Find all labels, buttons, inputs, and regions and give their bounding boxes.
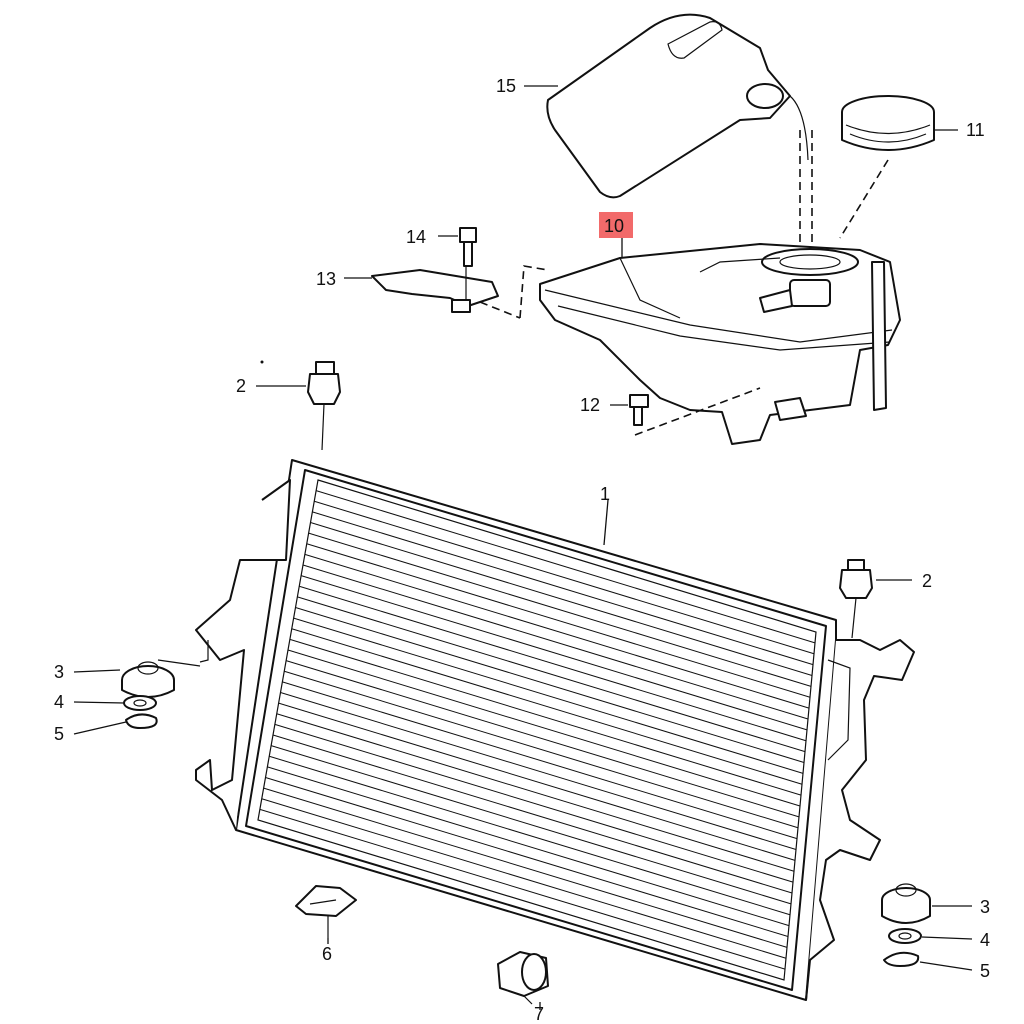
- radiator-fin-line: [280, 692, 797, 850]
- rubber-mount-3-left-part: [121, 659, 201, 698]
- radiator-part: [195, 459, 915, 1001]
- callout-15: 15: [496, 76, 516, 96]
- radiator-fin-line: [274, 723, 794, 883]
- callout-labels: 15 11 10 14 13 12 2 1 2 3 4 5 3 4 5 6 7: [54, 76, 990, 1024]
- radiator-fin-line: [304, 553, 810, 709]
- radiator-fin-line: [295, 607, 805, 763]
- radiator-fin-line: [282, 681, 798, 840]
- radiator-fin-line: [299, 585, 807, 742]
- clip-5-right-part: [883, 951, 920, 967]
- clip-5-left-part: [125, 713, 158, 729]
- reservoir-cap-part: [839, 95, 935, 239]
- radiator-fin-line: [315, 490, 816, 644]
- radiator-fin-line: [278, 702, 796, 861]
- radiator-fin-line: [267, 766, 790, 927]
- callout-2-right: 2: [922, 571, 932, 591]
- callout-5-left: 5: [54, 724, 64, 744]
- bolt-14-part: [459, 227, 477, 300]
- radiator-fin-line: [302, 564, 809, 720]
- washer-4-right-part: [888, 928, 922, 944]
- radiator-fins: [259, 490, 816, 970]
- callout-1: 1: [600, 484, 610, 504]
- radiator-fin-line: [293, 617, 804, 774]
- sensor-7-part: [497, 951, 549, 1005]
- rubber-mount-3-right-part: [881, 883, 931, 924]
- washer-4-left-part: [123, 695, 157, 711]
- radiator-fin-line: [287, 649, 801, 807]
- radiator-fin-line: [270, 745, 792, 905]
- mount-2-right-part: [839, 559, 873, 639]
- bracket-6-part: [295, 885, 357, 938]
- callout-4-left: 4: [54, 692, 64, 712]
- callout-13: 13: [316, 269, 336, 289]
- radiator-fin-line: [272, 734, 793, 894]
- radiator-fin-line: [314, 500, 815, 655]
- callout-3-left: 3: [54, 662, 64, 682]
- radiator-fin-line: [263, 787, 788, 948]
- callout-11: 11: [966, 120, 985, 140]
- callout-4-right: 4: [980, 930, 990, 950]
- radiator-fin-line: [297, 596, 806, 753]
- radiator-fin-line: [310, 522, 813, 676]
- radiator-fin-line: [285, 660, 800, 818]
- radiator-fin-line: [276, 713, 795, 872]
- bolt-12-part: [629, 394, 649, 426]
- radiator-fin-line: [306, 543, 811, 698]
- radiator-fin-line: [259, 808, 786, 970]
- callout-6: 6: [322, 944, 332, 964]
- callout-5-right: 5: [980, 961, 990, 981]
- callout-3-right: 3: [980, 897, 990, 917]
- mount-2-left-part: [307, 361, 341, 451]
- tank-bracket-part: [371, 269, 521, 319]
- radiator-fin-line: [300, 575, 808, 731]
- radiator-fin-line: [284, 670, 799, 829]
- radiator-fin-line: [261, 798, 787, 959]
- radiator-fin-line: [308, 532, 812, 687]
- radiator-fin-line: [269, 755, 791, 916]
- radiator-fin-line: [312, 511, 814, 666]
- callout-10-highlight: [599, 212, 633, 238]
- radiator-fin-line: [291, 628, 803, 785]
- callout-2-left: 2: [236, 376, 246, 396]
- callout-10: 10: [604, 216, 624, 236]
- coolant-jug-part: [546, 13, 813, 260]
- callout-12: 12: [580, 395, 600, 415]
- leader-lines: [73, 85, 973, 1010]
- radiator-fin-line: [265, 777, 789, 937]
- callout-14: 14: [406, 227, 426, 247]
- stray-dot: [260, 360, 264, 364]
- expansion-tank-part: [539, 243, 901, 445]
- callout-7: 7: [534, 1004, 544, 1024]
- radiator-fin-line: [289, 638, 802, 796]
